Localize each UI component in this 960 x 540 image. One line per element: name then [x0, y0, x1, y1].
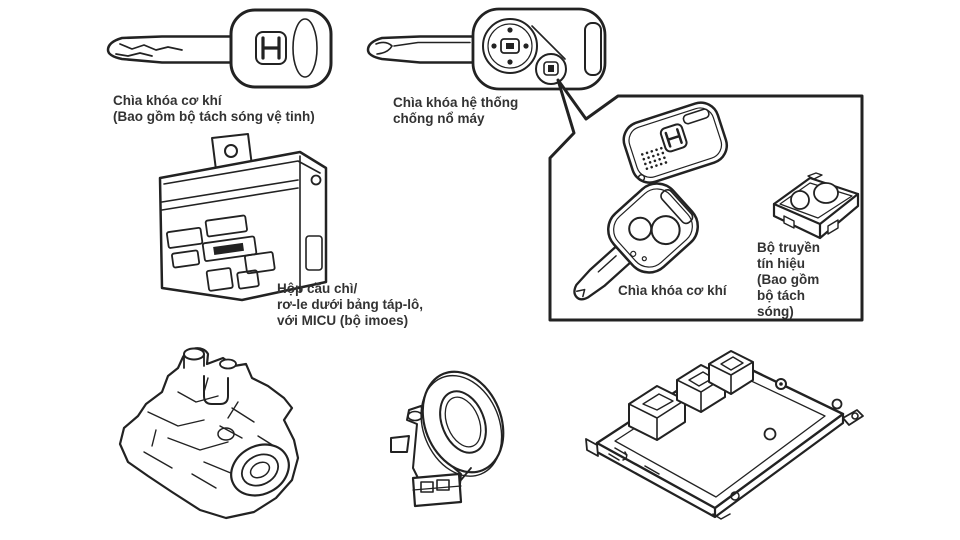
label-line: (Bao gồm — [757, 272, 820, 287]
remote-keyfob-illustration — [622, 101, 729, 184]
immobilizer-key-illustration — [366, 7, 607, 91]
label-line: với MICU (bộ imoes) — [277, 313, 409, 328]
label-line: sóng) — [757, 304, 794, 319]
label-fuse-box: Hộp cầu chì/ rơ-le dưới bảng táp-lô, với… — [277, 281, 423, 329]
label-line: bộ tách — [757, 288, 806, 303]
label-line: Hộp cầu chì/ — [277, 281, 358, 296]
label-transmitter: Bộ truyền tín hiệu (Bao gồm bộ tách sóng… — [757, 240, 820, 320]
label-immobilizer-key: Chìa khóa hệ thống chống nổ máy — [393, 95, 518, 127]
immobilizer-receiver-illustration — [390, 370, 505, 508]
label-callout-remote-key: Chìa khóa cơ khí — [618, 283, 727, 299]
ignition-lock-illustration — [118, 347, 300, 520]
label-line: Chìa khóa cơ khí — [113, 93, 222, 108]
signal-transmitter-illustration — [772, 172, 860, 240]
fuse-relay-box-illustration — [158, 133, 328, 302]
label-line: Bộ truyền — [757, 240, 821, 255]
label-line: (Bao gồm bộ tách sóng vệ tinh) — [113, 109, 315, 124]
engine-control-module-illustration — [585, 350, 864, 520]
label-line: Chìa khóa cơ khí — [618, 283, 727, 298]
callout-remote-key-illustration — [573, 182, 699, 301]
label-line: tín hiệu — [757, 256, 805, 271]
label-line: chống nổ máy — [393, 111, 485, 126]
mechanical-key-illustration — [106, 8, 333, 89]
label-mechanical-key: Chìa khóa cơ khí (Bao gồm bộ tách sóng v… — [113, 93, 315, 125]
label-line: rơ-le dưới bảng táp-lô, — [277, 297, 423, 312]
label-line: Chìa khóa hệ thống — [393, 95, 519, 110]
